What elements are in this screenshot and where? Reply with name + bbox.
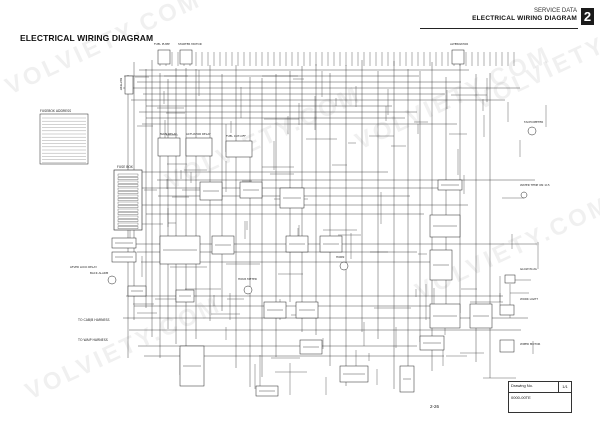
fuse-box-address-label: FUSEBOX ADDRESS [40, 109, 71, 113]
harness-labels: TO CAB/B HARNESS TO WAIP HARNESS [77, 318, 110, 342]
battery-label: BATTERY [119, 78, 123, 91]
harness-label: TO CAB/B HARNESS [77, 318, 110, 322]
battery: BATTERY [119, 75, 134, 95]
fuse [117, 226, 139, 229]
water-temp-label: WATER TEMP ON 115 [520, 183, 550, 187]
fuel-cutoff: FUEL CUT-OFF [225, 134, 253, 158]
back-alarm-label: BACK ALARM [90, 271, 109, 275]
fuse-box-address-table: FUSEBOX ADDRESS [39, 109, 89, 165]
drawing-number: 0000-00TE [511, 395, 531, 400]
lever-lock-relay-label: LEVER LOCK RELAY [70, 265, 97, 269]
fuse-box-label: FUSE BOX [117, 165, 134, 169]
component-group [111, 179, 493, 397]
alternator: ALTERNATOR [450, 42, 468, 65]
drawing-label: Drawing No. [509, 382, 559, 392]
wiper-motor: WIPER MOTOR [499, 339, 540, 353]
starter-motor-label: STARTER MOTOR [178, 42, 202, 46]
drawing-page: 1/1 [562, 384, 568, 389]
page-number: 2-26 [430, 404, 440, 409]
work-light: WORK LIGHT [499, 297, 538, 316]
lever-lock-relay: LEVER LOCK RELAY [70, 265, 97, 269]
actuator-relay: ACTUATOR RELAY [185, 132, 213, 157]
fuel-cutoff-label: FUEL CUT-OFF [226, 134, 246, 138]
fuse [117, 201, 139, 205]
header-text: SERVICE DATA ELECTRICAL WIRING DIAGRAM [472, 8, 577, 22]
horn-label: HORN [336, 255, 344, 259]
glow-plug-label: GLOW PLUG [520, 267, 537, 271]
fuse [117, 215, 139, 219]
fuse [117, 191, 139, 194]
fuse [117, 208, 139, 212]
fuse [117, 184, 139, 187]
harness-label: TO WAIP HARNESS [77, 338, 108, 342]
section-label: SERVICE DATA [533, 8, 577, 14]
section-number-badge: 2 [581, 8, 594, 25]
fuse [117, 198, 139, 201]
hour-meter-label: HOUR METER [238, 277, 257, 281]
main-relay-label: MAIN RELAY [160, 132, 177, 136]
work-light-label: WORK LIGHT [520, 297, 538, 301]
drawing-number-box: Drawing No. 1/1 0000-00TE [508, 381, 572, 413]
actuator-relay-label: ACTUATOR RELAY [186, 132, 211, 136]
fuse [117, 180, 139, 184]
main-relay: MAIN RELAY [157, 132, 181, 157]
fuse [117, 212, 139, 215]
water-temp-sender: WATER TEMP ON 115 [520, 183, 550, 199]
fuel-pump-label: FUEL PUMP [154, 42, 170, 46]
glow-plug: GLOW PLUG [504, 267, 537, 284]
fuse [117, 222, 139, 226]
fuse [117, 187, 139, 191]
fuse [117, 219, 139, 222]
hour-meter: HOUR METER [238, 277, 257, 295]
header: SERVICE DATA ELECTRICAL WIRING DIAGRAM 2 [472, 8, 594, 25]
fuse-box: FUSE BOX [113, 165, 143, 231]
alternator-label: ALTERNATOR [450, 42, 468, 46]
fuel-pump: FUEL PUMP [154, 42, 171, 65]
fuse [117, 194, 139, 198]
watermark-text: VOLVIETY.COM [411, 191, 600, 305]
starter-motor: STARTER MOTOR [178, 42, 202, 65]
tachometer: TACHOMETER [523, 120, 543, 136]
fuse [117, 205, 139, 208]
wiper-motor-label: WIPER MOTOR [520, 342, 540, 346]
watermark-text: VOLVIETY.COM [1, 0, 205, 100]
page-title: ELECTRICAL WIRING DIAGRAM [20, 33, 154, 43]
tachometer-label: TACHOMETER [523, 120, 543, 124]
fuse [117, 173, 139, 177]
fuse [117, 177, 139, 180]
back-alarm: BACK ALARM [90, 271, 117, 285]
horn: HORN [336, 255, 349, 271]
header-divider [420, 28, 578, 29]
header-title: ELECTRICAL WIRING DIAGRAM [472, 14, 577, 22]
